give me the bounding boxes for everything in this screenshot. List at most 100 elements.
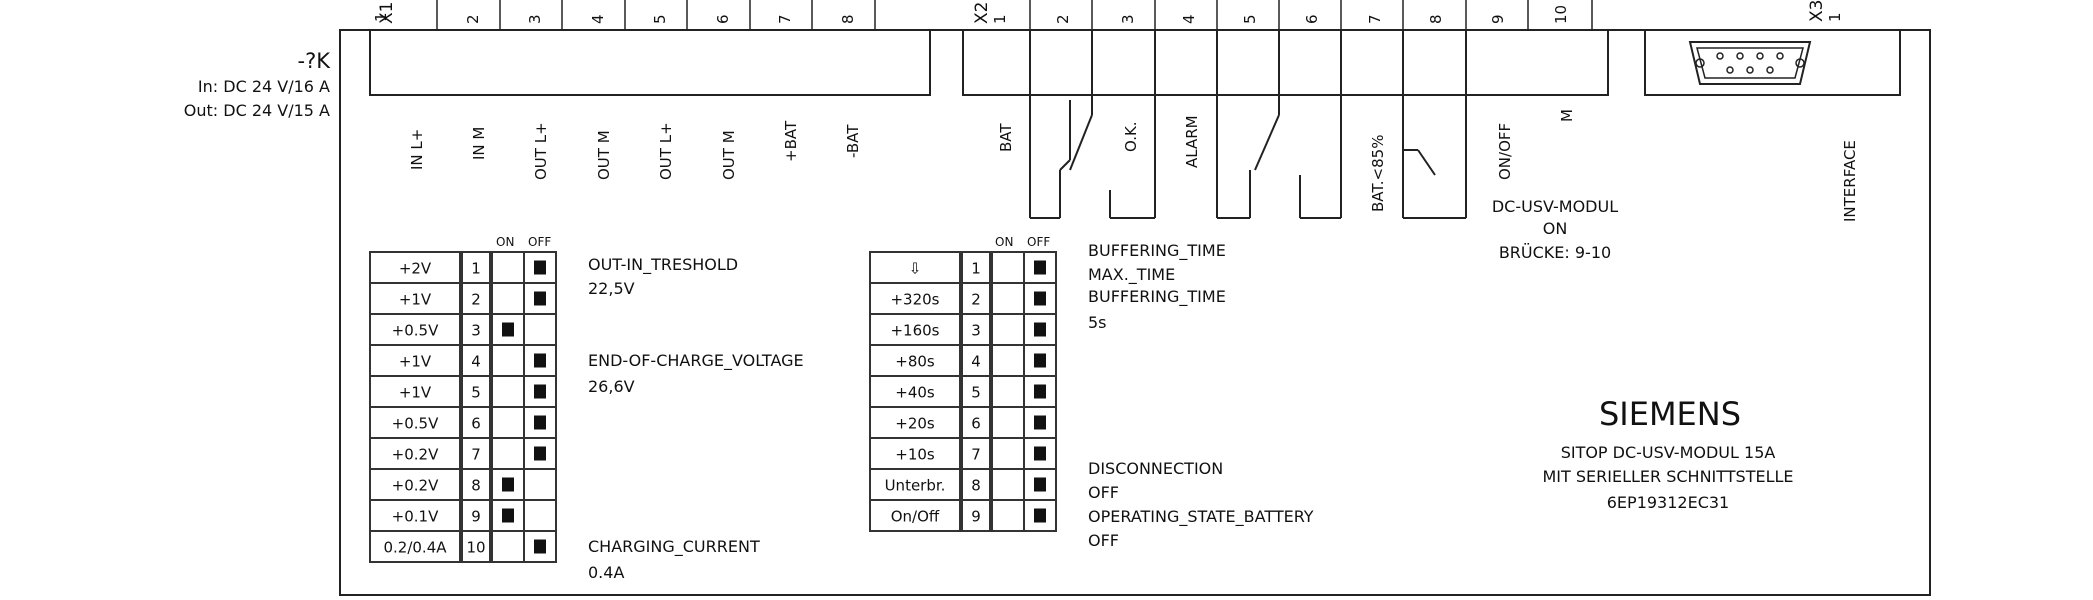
switch-2-on-cell — [991, 282, 1025, 315]
switch-1-value-label: +0.2V — [392, 446, 439, 464]
switch-1-on-cell — [491, 406, 525, 439]
x1-signal-out-m-1: OUT M — [595, 130, 613, 180]
switch-1-number-cell — [461, 437, 491, 470]
switch-1-switch-number: 6 — [471, 415, 481, 433]
switch-1-note-eoc-value: 26,6V — [588, 377, 635, 396]
x1-pin-8: 8 — [839, 14, 857, 24]
switch-1-value-label: +0.2V — [392, 477, 439, 495]
switch-1-switch-position-marker — [534, 415, 546, 430]
switch-2-switch-number: 7 — [971, 446, 981, 464]
nameplate-line-1: SITOP DC-USV-MODUL 15A — [1561, 443, 1776, 462]
switch-2-switch-position-marker — [1034, 446, 1046, 461]
switch-1-off-cell — [523, 468, 557, 501]
x3-label: X3 — [1807, 0, 1827, 22]
switch-2-value-cell — [869, 251, 961, 284]
x2-signal-bat-85: BAT.<85% — [1369, 135, 1387, 212]
switch-1-switch-position-marker — [534, 353, 546, 368]
x1-label: X1 — [377, 2, 397, 24]
switch-2-switch-number: 3 — [971, 322, 981, 340]
x2-signal-ok: O.K. — [1122, 121, 1140, 152]
switch-1-number-cell — [461, 530, 491, 563]
switch-1-value-cell — [369, 313, 461, 346]
switch-1-header-on: ON — [496, 235, 514, 249]
brand-logo: SIEMENS — [1599, 395, 1741, 433]
switch-2-switch-position-marker — [1034, 353, 1046, 368]
switch-2-switch-position-marker — [1034, 477, 1046, 492]
switch-2-value-label: +160s — [890, 322, 939, 340]
input-rating: In: DC 24 V/16 A — [198, 77, 330, 96]
switch-1-value-label: +1V — [399, 291, 432, 309]
x3-signal-interface: INTERFACE — [1841, 140, 1859, 222]
x2-pin-6: 6 — [1303, 14, 1321, 24]
switch-1-switch-number: 1 — [471, 260, 481, 278]
switch-2-note-disconnection: DISCONNECTION — [1088, 459, 1223, 478]
switch-1-on-cell — [491, 282, 525, 315]
switch-2-value-label: On/Off — [891, 508, 940, 526]
switch-2-switch-position-marker — [1034, 322, 1046, 337]
x1-signal-out-l-plus-1: OUT L+ — [532, 122, 550, 180]
switch-1-off-cell — [523, 499, 557, 532]
switch-1-value-label: +0.5V — [392, 415, 439, 433]
switch-2-note-operating-state-value: OFF — [1088, 531, 1119, 550]
x3-pin-1: 1 — [1826, 12, 1844, 22]
switch-2-on-cell — [991, 468, 1025, 501]
relay-alarm-contact — [1216, 30, 1342, 219]
x2-signal-on-off: ON/OFF — [1496, 123, 1514, 180]
switch-2-switch-number: 8 — [971, 477, 981, 495]
switch-1-number-cell — [461, 406, 491, 439]
switch-2-on-cell — [991, 375, 1025, 408]
switch-2-header-off: OFF — [1027, 235, 1050, 249]
x2-signal-alarm: ALARM — [1183, 115, 1201, 168]
switch-1-value-cell — [369, 282, 461, 315]
switch-2-value-cell — [869, 375, 961, 408]
switch-2-value-label: +20s — [895, 415, 935, 433]
switch-2-switch-number: 5 — [971, 384, 981, 402]
switch-2-note-max-time: MAX._TIME — [1088, 265, 1175, 285]
switch-1-value-label: +0.5V — [392, 322, 439, 340]
switch-2-value-cell — [869, 499, 961, 532]
switch-2-value-label: Unterbr. — [885, 477, 946, 495]
switch-1-switch-number: 8 — [471, 477, 481, 495]
x1-pin-2: 2 — [464, 14, 482, 24]
switch-2-on-cell — [991, 437, 1025, 470]
x1-pin-3: 3 — [526, 14, 544, 24]
switch-2-switch-position-marker — [1034, 260, 1046, 275]
switch-1-off-cell — [523, 344, 557, 377]
output-rating: Out: DC 24 V/15 A — [184, 101, 330, 120]
x1-signal-minus-bat: -BAT — [844, 124, 862, 158]
switch-1-note-threshold-title: OUT-IN_TRESHOLD — [588, 255, 738, 275]
switch-1-note-charging-title: CHARGING_CURRENT — [588, 537, 760, 557]
switch-1-switch-number: 5 — [471, 384, 481, 402]
x1-signal-out-m-2: OUT M — [720, 130, 738, 180]
switch-1-switch-position-marker — [502, 322, 514, 337]
x2-pin-4: 4 — [1180, 14, 1198, 24]
switch-1-switch-position-marker — [502, 508, 514, 523]
switch-2-value-label: ⇩ — [909, 260, 922, 278]
switch-1-value-cell — [369, 375, 461, 408]
switch-1-number-cell — [461, 468, 491, 501]
switch-1-value-cell — [369, 251, 461, 284]
switch-2-note-buffering-time: BUFFERING_TIME — [1088, 241, 1226, 261]
relay-bat-85-contact — [1402, 30, 1467, 219]
switch-2-switch-position-marker — [1034, 508, 1046, 523]
x1-pin-1-label: 1 — [372, 12, 390, 22]
switch-1-on-cell — [491, 344, 525, 377]
switch-2-number-cell — [961, 313, 991, 346]
x1-pin-7: 7 — [776, 14, 794, 24]
switch-2-number-cell — [961, 468, 991, 501]
x2-pin-8: 8 — [1427, 14, 1445, 24]
switch-2-number-cell — [961, 437, 991, 470]
x1-terminal-strip — [369, 29, 931, 96]
switch-1-off-cell — [523, 530, 557, 563]
switch-1-off-cell — [523, 313, 557, 346]
switch-2-note-disconnection-value: OFF — [1088, 483, 1119, 502]
switch-1-switch-position-marker — [534, 384, 546, 399]
switch-2-on-cell — [991, 344, 1025, 377]
x2-pin-5: 5 — [1241, 14, 1259, 24]
switch-1-switch-number: 9 — [471, 508, 481, 526]
switch-1-value-label: 0.2/0.4A — [383, 539, 447, 557]
x1-signal-out-l-plus-2: OUT L+ — [657, 122, 675, 180]
switch-2-value-label: +320s — [890, 291, 939, 309]
